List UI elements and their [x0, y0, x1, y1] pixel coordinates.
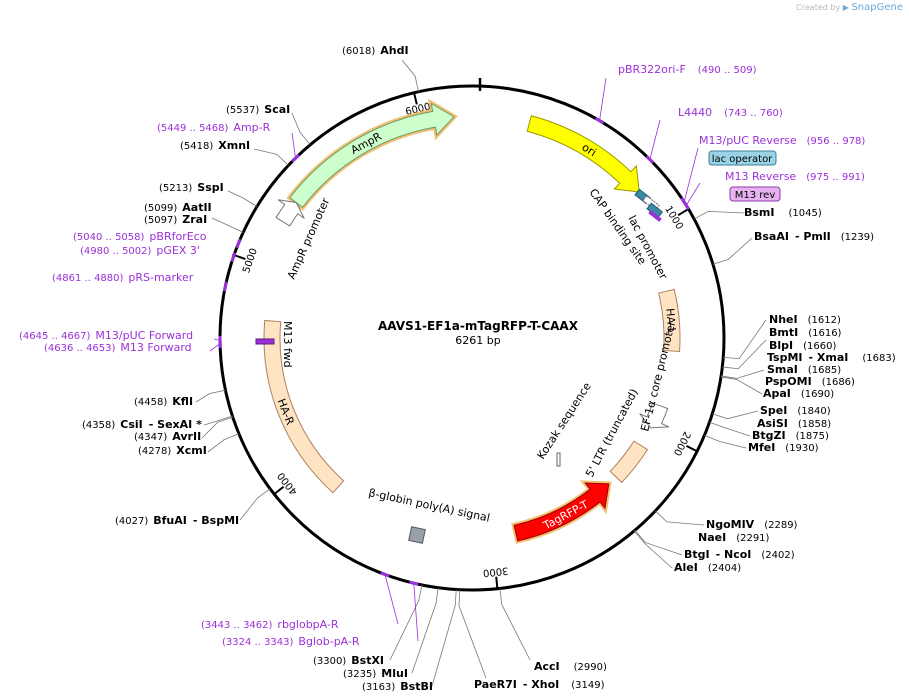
kozak-label: Kozak sequence — [535, 380, 594, 462]
site-paer7i: PaeR7I- XhoI(3149) — [474, 678, 605, 691]
tick-label-1000: 1000 — [662, 204, 684, 231]
feature-ha-l — [658, 288, 681, 353]
site-ahdi: (6018)AhdI — [342, 44, 409, 57]
site-btgi: BtgI- NcoI(2402) — [684, 548, 795, 561]
primer-m13-puc-reverse: M13/pUC Reverse(956 .. 978) — [699, 134, 865, 147]
tick-5000 — [233, 254, 246, 260]
site-alei: AleI(2404) — [674, 561, 741, 574]
primer-pbrforeco: (5040 .. 5058)pBRforEco — [73, 230, 207, 243]
site-ngomiv: NgoMIV(2289) — [706, 518, 798, 531]
svg-text:lac operator: lac operator — [712, 154, 773, 165]
feature-ampr-promoter — [275, 199, 305, 227]
site-btgzi: BtgZI(1875) — [752, 429, 829, 442]
tick-label-5000: 5000 — [241, 247, 260, 275]
site-bstbi: (3163)BstBI — [362, 680, 433, 693]
credit-brand: SnapGene — [851, 2, 903, 13]
site-bstxi: (3300)BstXI — [313, 654, 384, 667]
feature-ha-r — [263, 319, 345, 494]
feature-ef-1a-core-promoter — [639, 402, 670, 429]
tick-label-2000: 2000 — [671, 430, 692, 458]
primer-rbglobpa-r: (3443 .. 3462)rbglobpA-R — [201, 618, 339, 631]
site-pspomi: PspOMI(1686) — [765, 375, 855, 388]
site-blpi: BlpI(1660) — [769, 339, 836, 352]
feature-label-ori: ori — [580, 141, 599, 160]
site-csii: (4358)CsiI- SexAI * — [82, 418, 202, 431]
snapgene-credit: Created by ▶ SnapGene — [796, 2, 903, 13]
site-bsaai: BsaAI- PmlI(1239) — [754, 230, 874, 243]
snapgene-logo-icon: ▶ — [842, 3, 849, 12]
feature-ampr — [289, 102, 455, 209]
site-scai: (5537)ScaI — [226, 103, 290, 116]
primer-bglob-pa-r: (3324 .. 3343)Bglob-pA-R — [222, 635, 360, 648]
feature-tagrfp-t — [513, 482, 610, 542]
site-avrii: (4347)AvrII — [134, 430, 201, 443]
site-acci: AccI(2990) — [534, 660, 607, 673]
tick-2000 — [685, 445, 698, 453]
m13-fwd-mark — [255, 338, 275, 345]
credit-prefix: Created by — [796, 3, 841, 12]
site-spei: SpeI(1840) — [760, 404, 831, 417]
plasmid-name: AAVS1-EF1a-mTagRFP-T-CAAX — [378, 319, 579, 333]
site-xcmi: (4278)XcmI — [138, 444, 207, 457]
site-sspi: (5213)SspI — [159, 181, 224, 194]
lac-operator-box: lac operator — [708, 150, 777, 166]
m13-rev-box: M13 rev — [729, 186, 781, 202]
site-aatii: (5099)AatII — [144, 201, 212, 214]
kozak-mark — [556, 452, 561, 467]
site-smai: SmaI(1685) — [767, 363, 841, 376]
site-mlui: (3235)MluI — [343, 667, 408, 680]
lac-operator-mark — [646, 202, 664, 222]
site-asisi: AsiSI(1858) — [757, 417, 831, 430]
site-kfli: (4458)KflI — [134, 395, 193, 408]
tick-1000 — [677, 208, 690, 217]
site-apai: ApaI(1690) — [763, 387, 834, 400]
tick-label-3000: 3000 — [482, 565, 508, 579]
feature-label-ha-l: HA-L — [663, 308, 678, 336]
primer-amp-r: (5449 .. 5468)Amp-R — [157, 121, 271, 134]
primer-l4440: L4440(743 .. 760) — [678, 106, 783, 119]
site-mfei: MfeI(1930) — [748, 441, 819, 454]
site-nhei: NheI(1612) — [769, 313, 841, 326]
tick-6000 — [413, 92, 418, 105]
primer-m13-puc-forward: (4645 .. 4667)M13/pUC Forward — [19, 329, 193, 342]
primer-m13-reverse: M13 Reverse(975 .. 991) — [725, 170, 865, 183]
site-tspmi: TspMI- XmaI(1683) — [767, 351, 896, 364]
site-bsmi: BsmI(1045) — [744, 206, 822, 219]
svg-text:M13 rev: M13 rev — [735, 190, 776, 201]
feature-5-ltr-truncated — [609, 440, 649, 484]
site-zrai: (5097)ZraI — [144, 213, 207, 226]
primer-prs-marker: (4861 .. 4880)pRS-marker — [52, 271, 194, 284]
site-xmni: (5418)XmnI — [180, 139, 250, 152]
site-bmti: BmtI(1616) — [769, 326, 842, 339]
polya-signal-box — [408, 526, 426, 544]
site-naei: NaeI(2291) — [698, 531, 770, 544]
tick-3000 — [495, 576, 499, 589]
polya-label: β-globin poly(A) signal — [367, 486, 491, 524]
primer-pbr322ori-f: pBR322ori-F(490 .. 509) — [618, 63, 757, 76]
primer-pgex3: (4980 .. 5002)pGEX 3' — [80, 244, 200, 257]
site-bfuai: (4027)BfuAI- BspMI — [115, 514, 239, 527]
primer-m13-forward: (4636 .. 4653)M13 Forward — [44, 341, 192, 354]
m13fwd-label: M13 fwd — [281, 321, 294, 368]
plasmid-length: 6261 bp — [455, 334, 500, 347]
tick-4000 — [273, 485, 285, 495]
tick-label-4000: 4000 — [276, 470, 300, 497]
